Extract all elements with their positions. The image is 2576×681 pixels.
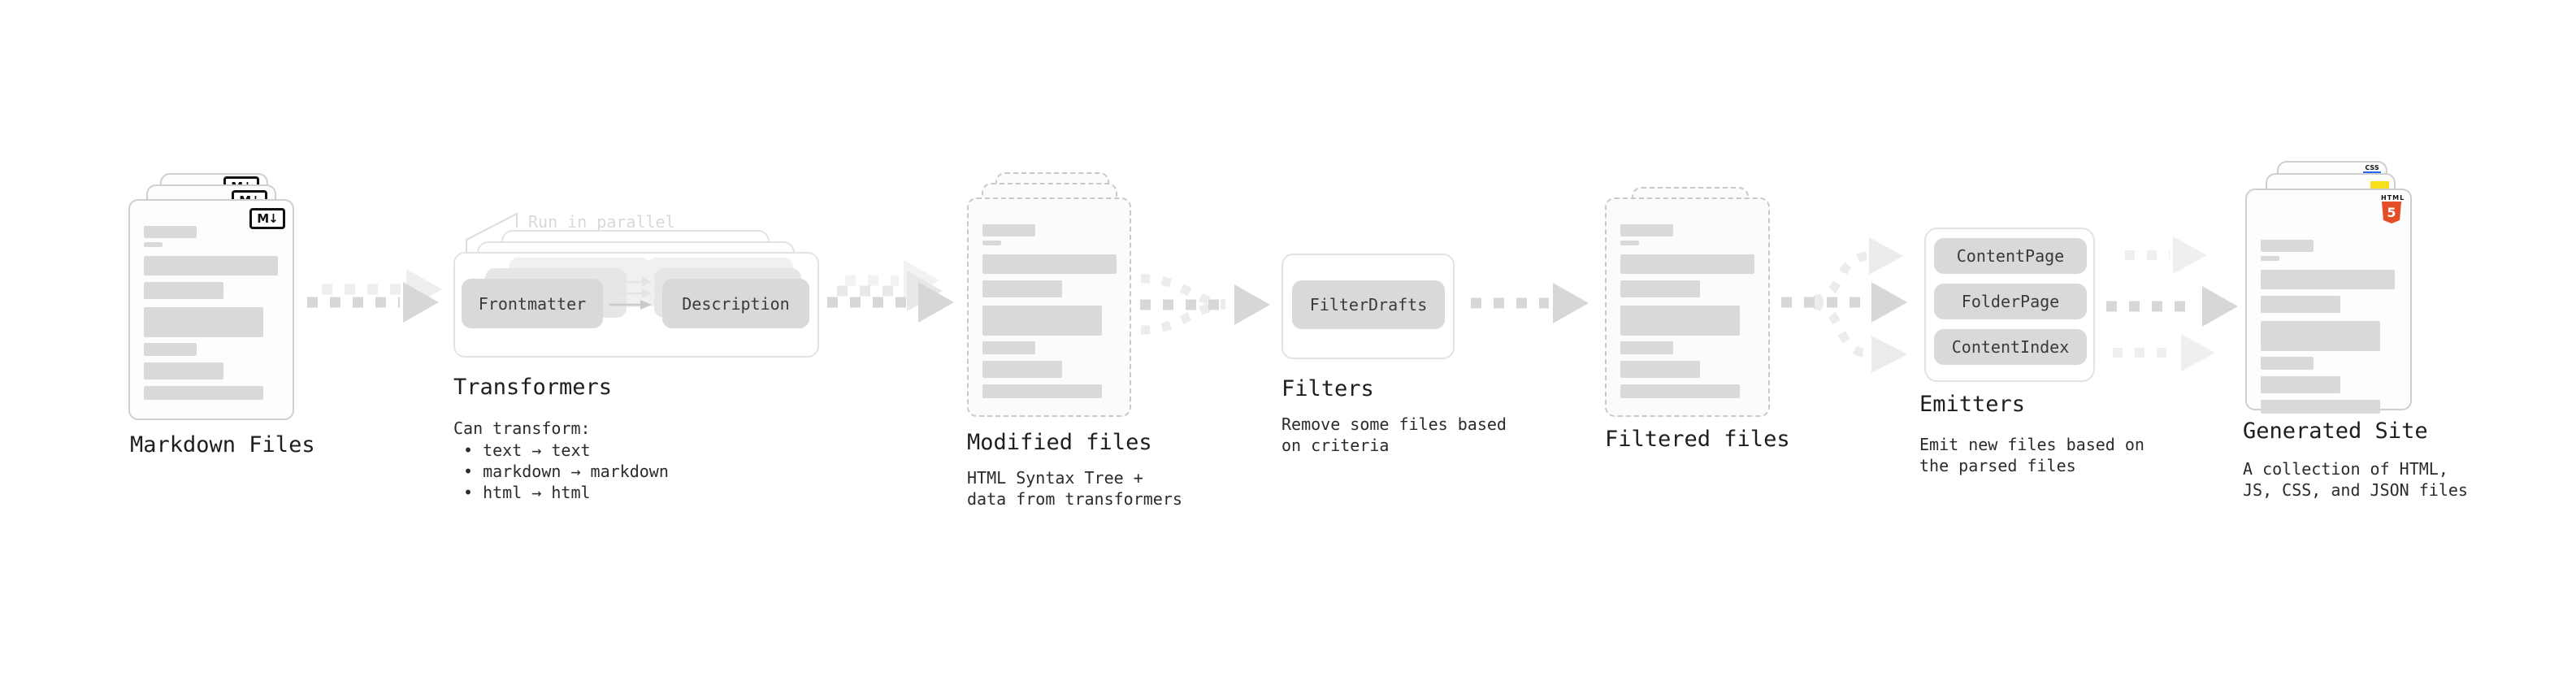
filterdrafts-pill: FilterDrafts <box>1292 280 1445 329</box>
transformers-subtitle: Can transform: <box>453 419 591 438</box>
text-line-placeholder <box>144 256 278 275</box>
filters-subtitle: Remove some files based on criteria <box>1281 414 1507 455</box>
text-line-placeholder <box>1620 280 1700 297</box>
frontmatter-pill: Frontmatter <box>462 279 603 328</box>
contentpage-pill: ContentPage <box>1934 238 2087 274</box>
arrow-transformers-to-modified <box>827 260 954 323</box>
arrow-emitters-to-generated <box>2106 236 2238 371</box>
contentindex-pill: ContentIndex <box>1934 329 2087 365</box>
arrow-filters-to-filtered <box>1471 283 1589 323</box>
emitters-title: Emitters <box>1919 392 2026 417</box>
text-line-placeholder <box>1620 241 1639 245</box>
text-line-placeholder <box>144 362 223 380</box>
modified-files-subtitle: HTML Syntax Tree + data from transformer… <box>967 468 1182 509</box>
text-line-placeholder <box>982 384 1102 398</box>
text-line-placeholder <box>144 386 263 400</box>
text-line-placeholder <box>2261 321 2380 351</box>
modified-files-title: Modified files <box>967 430 1152 455</box>
modified-file-card-front <box>967 197 1131 417</box>
arrow-modified-to-filters-merge <box>1140 274 1270 335</box>
text-line-placeholder <box>144 226 197 238</box>
html5-logo-icon: HTML 5 <box>2381 194 2405 223</box>
arrow-frontmatter-to-description <box>609 277 652 310</box>
text-line-placeholder <box>1620 361 1700 378</box>
text-line-placeholder <box>2261 270 2395 289</box>
text-line-placeholder <box>982 224 1035 236</box>
text-line-placeholder <box>2261 357 2314 370</box>
text-line-placeholder <box>2261 240 2314 252</box>
text-line-placeholder <box>144 307 263 337</box>
transformers-title: Transformers <box>453 375 613 400</box>
emitters-subtitle: Emit new files based on the parsed files <box>1919 435 2144 475</box>
markdown-file-card-front: M↓ <box>128 199 294 420</box>
html5-number: 5 <box>2387 205 2396 220</box>
text-line-placeholder <box>1620 341 1673 354</box>
text-line-placeholder <box>982 254 1117 274</box>
arrow-filtered-to-emitters-split <box>1781 237 1907 373</box>
document-text-placeholder <box>130 201 293 419</box>
document-text-placeholder <box>1607 199 1768 415</box>
generated-site-title: Generated Site <box>2243 419 2428 444</box>
html-file-card-front: HTML 5 <box>2245 189 2412 414</box>
text-line-placeholder <box>144 282 223 299</box>
filters-title: Filters <box>1281 376 1374 401</box>
document-text-placeholder <box>2247 215 2410 414</box>
bullet-item: text → text <box>463 440 669 461</box>
text-line-placeholder <box>144 343 197 356</box>
run-in-parallel-leader-line <box>466 212 518 254</box>
text-line-placeholder <box>1620 384 1740 398</box>
text-line-placeholder <box>982 280 1062 297</box>
markdown-files-title: Markdown Files <box>130 432 315 458</box>
text-line-placeholder <box>2261 400 2380 414</box>
generated-site-subtitle: A collection of HTML, JS, CSS, and JSON … <box>2243 459 2468 500</box>
run-in-parallel-note: Run in parallel <box>528 212 675 232</box>
text-line-placeholder <box>982 341 1035 354</box>
markdown-icon: M↓ <box>249 208 285 229</box>
filtered-file-card-front <box>1605 197 1770 417</box>
text-line-placeholder <box>1620 254 1754 274</box>
bullet-item: markdown → markdown <box>463 461 669 482</box>
document-text-placeholder <box>969 199 1130 415</box>
html5-shield: 5 <box>2382 202 2401 223</box>
text-line-placeholder <box>1620 306 1740 336</box>
text-line-placeholder <box>2261 376 2340 393</box>
text-line-placeholder <box>2261 296 2340 313</box>
description-pill: Description <box>662 279 809 328</box>
text-line-placeholder <box>144 242 163 247</box>
filtered-files-title: Filtered files <box>1605 427 1790 452</box>
transformers-bullet-list: text → text markdown → markdown html → h… <box>463 440 669 503</box>
folderpage-pill: FolderPage <box>1934 284 2087 319</box>
text-line-placeholder <box>2261 256 2279 261</box>
text-line-placeholder <box>982 306 1102 336</box>
text-line-placeholder <box>982 361 1062 378</box>
html5-logo-text: HTML <box>2381 194 2405 202</box>
arrow-markdown-to-transformers <box>307 269 442 323</box>
text-line-placeholder <box>982 241 1001 245</box>
bullet-item: html → html <box>463 482 669 503</box>
text-line-placeholder <box>1620 224 1673 236</box>
